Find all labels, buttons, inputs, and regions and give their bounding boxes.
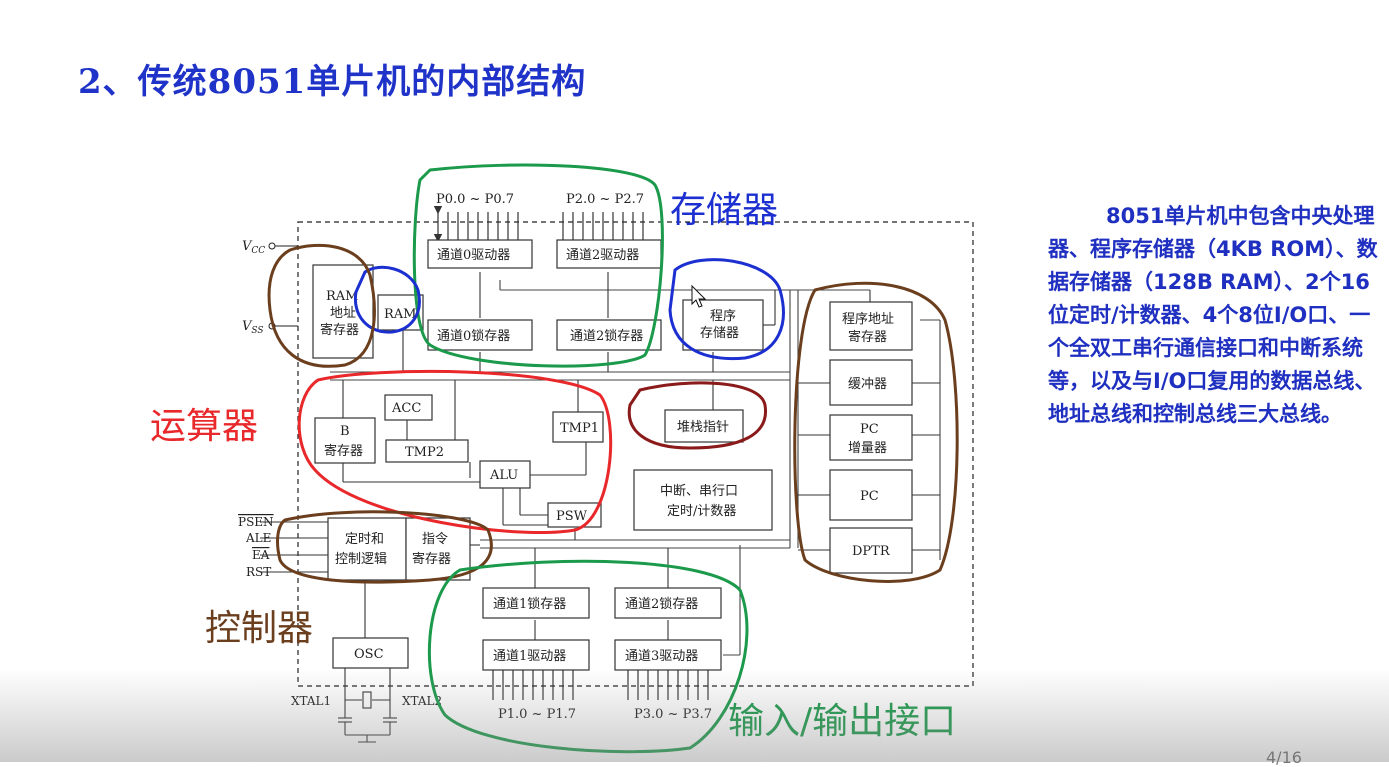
xtal2-label: XTAL2 [402,694,442,708]
tmp2-block: TMP2 [405,445,444,460]
control-signals: PSEN ALE EA RST XTAL1 XTAL2 [238,515,442,708]
tmp1-block: TMP1 [560,421,599,436]
ch0-latch: 通道0锁存器 [437,328,510,344]
controller-annotation: 控制器 [205,608,313,649]
pc-inc-line1: PC [860,422,879,437]
ch2-driver: 通道2驱动器 [566,248,639,263]
prog-addr-line2: 寄存器 [848,329,887,345]
io-annotation: 输入/输出接口 [728,701,956,742]
prog-mem-line1: 程序 [710,309,736,324]
b-reg-line2: 寄存器 [324,443,363,459]
alu-annotation: 运算器 [150,406,258,447]
alu-ring [297,369,613,534]
crystal-icon [338,668,397,743]
ea-label: EA [252,548,270,562]
timing-line2: 控制逻辑 [335,552,387,567]
prog-mem-line2: 存储器 [700,326,739,341]
ch1-latch: 通道1锁存器 [493,596,566,612]
memory-ring [412,163,664,368]
buffer-block: 缓冲器 [848,377,887,392]
controller-ring [276,510,493,584]
block-labels: 通道0驱动器 通道2驱动器 通道0锁存器 通道2锁存器 RAM 地址 寄存器 R… [320,248,894,664]
port2-pins [562,212,644,240]
acc-block: ACC [391,401,421,416]
ram-addr-ring [267,243,376,368]
psen-label: PSEN [238,515,274,529]
port0-label: P0.0 ~ P0.7 [436,192,514,207]
page-number: 4/16 [1266,748,1302,767]
b-reg-line1: B [340,424,350,439]
osc-block: OSC [354,647,384,662]
ir-line2: 寄存器 [412,551,451,567]
int-line1: 中断、串行口 [660,484,738,499]
ch3-driver: 通道3驱动器 [625,649,698,664]
vss-label: VSS [242,319,264,336]
sp-ring [627,381,768,450]
port1-label: P1.0 ~ P1.7 [498,707,576,722]
slide-title: 2、传统8051单片机的内部结构 [78,62,587,102]
cursor-icon [691,284,707,308]
memory-annotation: 存储器 [670,190,778,231]
ram-addr-line2: 地址 [330,306,356,321]
port3-label: P3.0 ~ P3.7 [634,707,712,722]
data-arrows [260,272,940,640]
port0-pins [433,206,519,243]
prog-addr-line1: 程序地址 [842,312,894,327]
ch1-driver: 通道1驱动器 [493,649,566,664]
hand-annotations [267,163,959,754]
ram-addr-line1: RAM [326,289,359,304]
alu-block: ALU [489,468,518,483]
ch2b-latch: 通道2锁存器 [625,596,698,612]
prog-mem-ring [668,258,785,361]
port3-pins [627,670,709,700]
pc-inc-line2: 增量器 [848,441,887,456]
port1-pins [492,670,574,700]
timing-line1: 定时和 [345,532,384,547]
port2-label: P2.0 ~ P2.7 [566,192,644,207]
pc-block: PC [860,489,879,504]
sp-block: 堆栈指针 [677,420,729,435]
description-text: 8051单片机中包含中央处理器、程序存储器（4KB ROM）、数据存储器（128… [1048,204,1378,426]
dptr-block: DPTR [852,544,891,559]
ch2-latch: 通道2锁存器 [570,328,643,344]
ram-addr-line3: 寄存器 [320,322,359,338]
chip-boundary [297,221,974,687]
rst-label: RST [246,565,271,579]
ch0-driver: 通道0驱动器 [437,248,510,263]
ir-line1: 指令 [422,532,448,547]
blocks [312,239,913,671]
int-line2: 定时/计数器 [667,504,736,519]
xtal1-label: XTAL1 [291,694,331,708]
pc-ring [793,281,959,583]
vcc-label: VCC [242,239,265,256]
ale-label: ALE [245,531,271,545]
ram-ring [353,265,421,334]
io-ring [427,559,749,754]
psw-block: PSW [556,509,588,524]
ram-block: RAM [384,307,417,322]
